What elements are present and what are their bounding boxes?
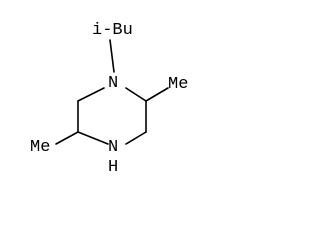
methyl-left-label: Me xyxy=(30,138,50,157)
bond-c6-n1 xyxy=(77,87,105,102)
bond-c3-n4 xyxy=(125,131,147,145)
bond-c5-methyl xyxy=(55,131,79,145)
isobutyl-label: i-Bu xyxy=(92,21,133,40)
nitrogen-1-label: N xyxy=(108,74,118,93)
methyl-right-label: Me xyxy=(168,75,188,94)
structure-diagram: i-Bu N Me N H Me xyxy=(30,21,188,177)
bond-c2-methyl xyxy=(145,87,169,102)
molecule-drawing: i-Bu N Me N H Me xyxy=(30,21,188,177)
bond-n4-c5 xyxy=(77,131,109,145)
bond-n1-isobutyl xyxy=(109,39,115,73)
nitrogen-4-hydrogen-label: H xyxy=(108,158,118,177)
nitrogen-4-label: N xyxy=(108,138,118,157)
bond-n1-c2 xyxy=(125,87,147,102)
